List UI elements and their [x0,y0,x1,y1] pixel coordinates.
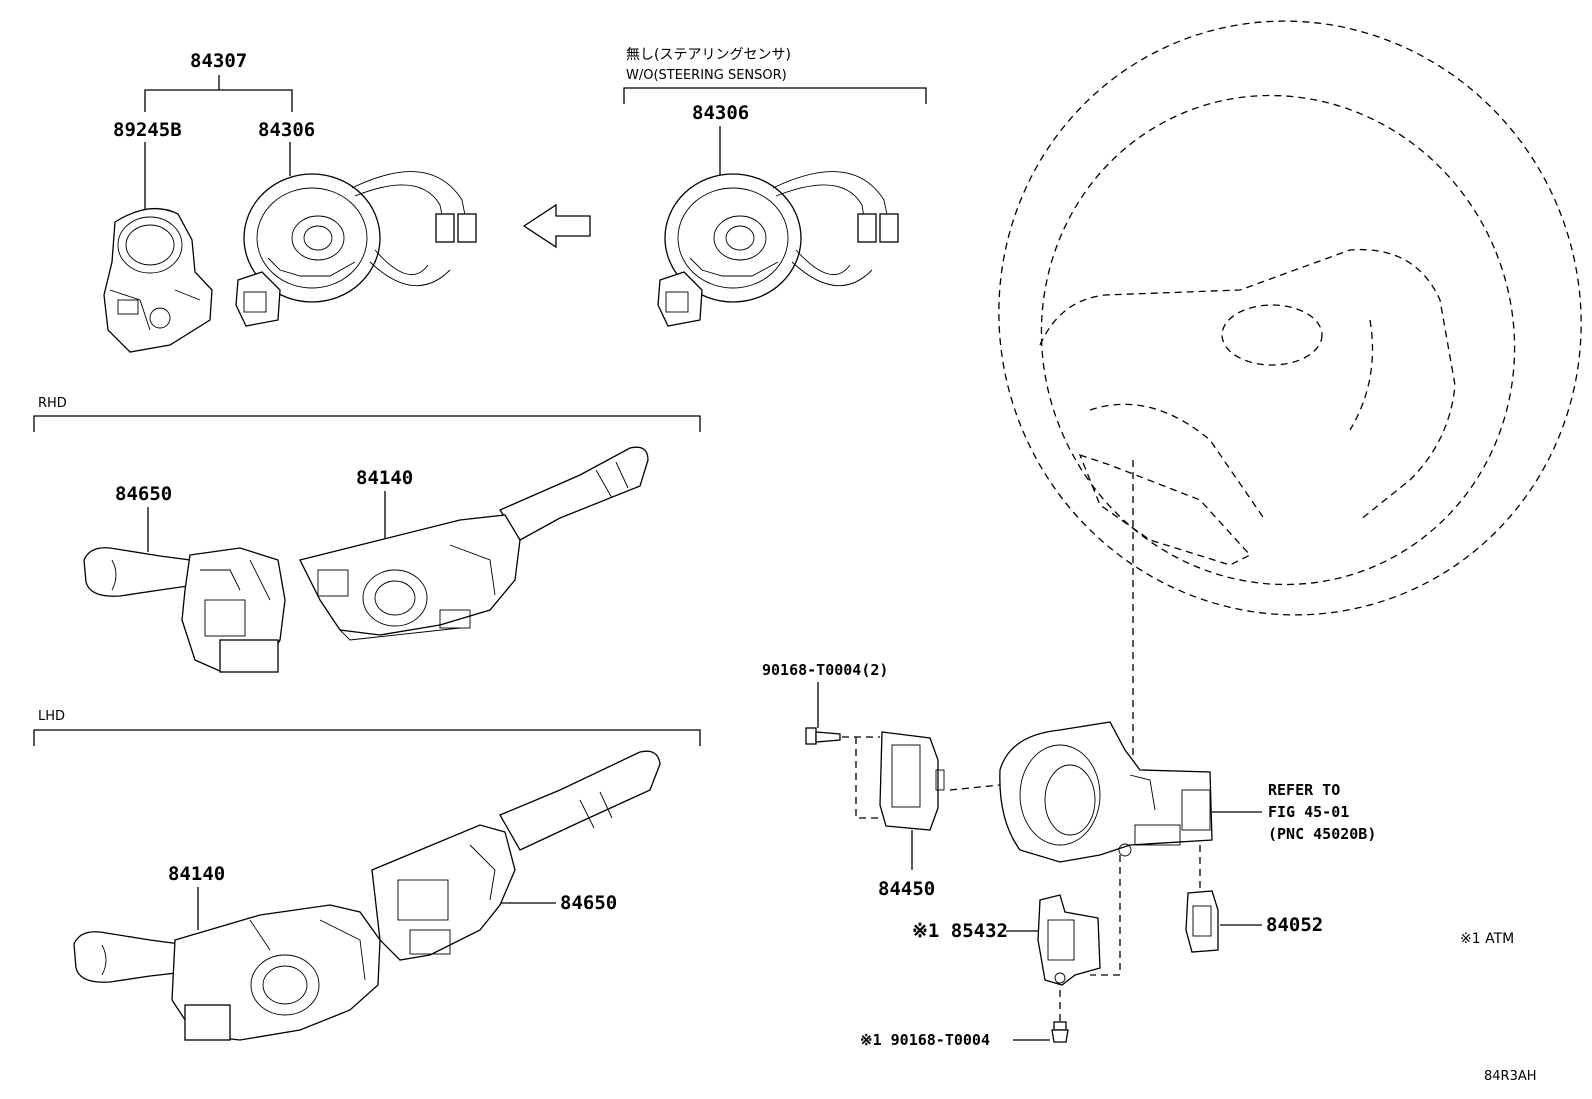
leader-column-to-85432 [1090,855,1121,976]
steering-sensor-89245b[interactable] [103,208,213,353]
wiper-switch-84650-lhd[interactable] [371,750,661,961]
part-label-84140-lhd[interactable]: 84140 [168,863,225,885]
screw-90168-t0004-upper[interactable] [805,727,841,745]
screw-90168-t0004-lower[interactable] [1051,1021,1069,1043]
arrow-left-icon [522,203,591,249]
turn-signal-switch-84140-lhd[interactable] [73,904,381,1041]
section-label-rhd: RHD [38,396,67,411]
figure-code: 84R3AH [1484,1069,1537,1084]
assembly-84307: 84307 89245B 84306 [103,50,591,353]
bracket-84307 [144,89,293,112]
part-label-84450[interactable]: 84450 [878,878,935,900]
spiral-cable-84306-left[interactable] [235,171,477,327]
spiral-cable-84306-right[interactable] [657,171,899,327]
switch-84450[interactable] [879,731,945,831]
part-label-84650-lhd[interactable]: 84650 [560,892,617,914]
bracket-lhd [33,729,701,746]
part-label-84306-right[interactable]: 84306 [692,102,749,124]
steering-wheel [998,20,1582,616]
part-label-90168-t0004[interactable]: ※1 90168-T0004 [860,1031,990,1049]
part-label-85432[interactable]: ※1 85432 [912,920,1008,942]
section-label-lhd: LHD [38,709,65,724]
bracket-rhd [33,415,701,432]
wiper-switch-84650-rhd[interactable] [83,547,286,673]
lock-85432[interactable] [1037,894,1101,986]
reference-line2[interactable]: FIG 45-01 [1268,803,1349,821]
reference-line1[interactable]: REFER TO [1268,781,1340,799]
variant-label-jp: 無し(ステアリングセンサ) [626,47,791,63]
part-label-84140-rhd[interactable]: 84140 [356,467,413,489]
part-label-89245b[interactable]: 89245B [113,119,182,141]
part-label-84307[interactable]: 84307 [190,50,247,72]
section-lhd: LHD 84140 84650 [33,709,701,1041]
note-atm: ※1 ATM [1460,931,1514,947]
connector-84052[interactable] [1185,890,1219,953]
leader-screw-to-84450 [842,736,880,819]
part-label-84306-left[interactable]: 84306 [258,119,315,141]
section-rhd: RHD 84650 84140 [33,396,701,673]
turn-signal-switch-84140-rhd[interactable] [299,446,649,641]
reference-line3[interactable]: (PNC 45020B) [1268,825,1376,843]
variant-label-en: W/O(STEERING SENSOR) [626,68,787,83]
part-label-84052[interactable]: 84052 [1266,914,1323,936]
steering-column-unit[interactable] [999,721,1213,863]
leader-84450-to-column [949,784,1001,791]
column-parts: 90168-T0004(2) 84450 REFER TO FIG 45-01 … [762,661,1537,1084]
bracket-variant [623,87,927,104]
part-label-84650-rhd[interactable]: 84650 [115,483,172,505]
assembly-without-steering-sensor: 無し(ステアリングセンサ) W/O(STEERING SENSOR) 84306 [623,47,927,327]
part-label-90168-t0004-2[interactable]: 90168-T0004(2) [762,661,888,679]
